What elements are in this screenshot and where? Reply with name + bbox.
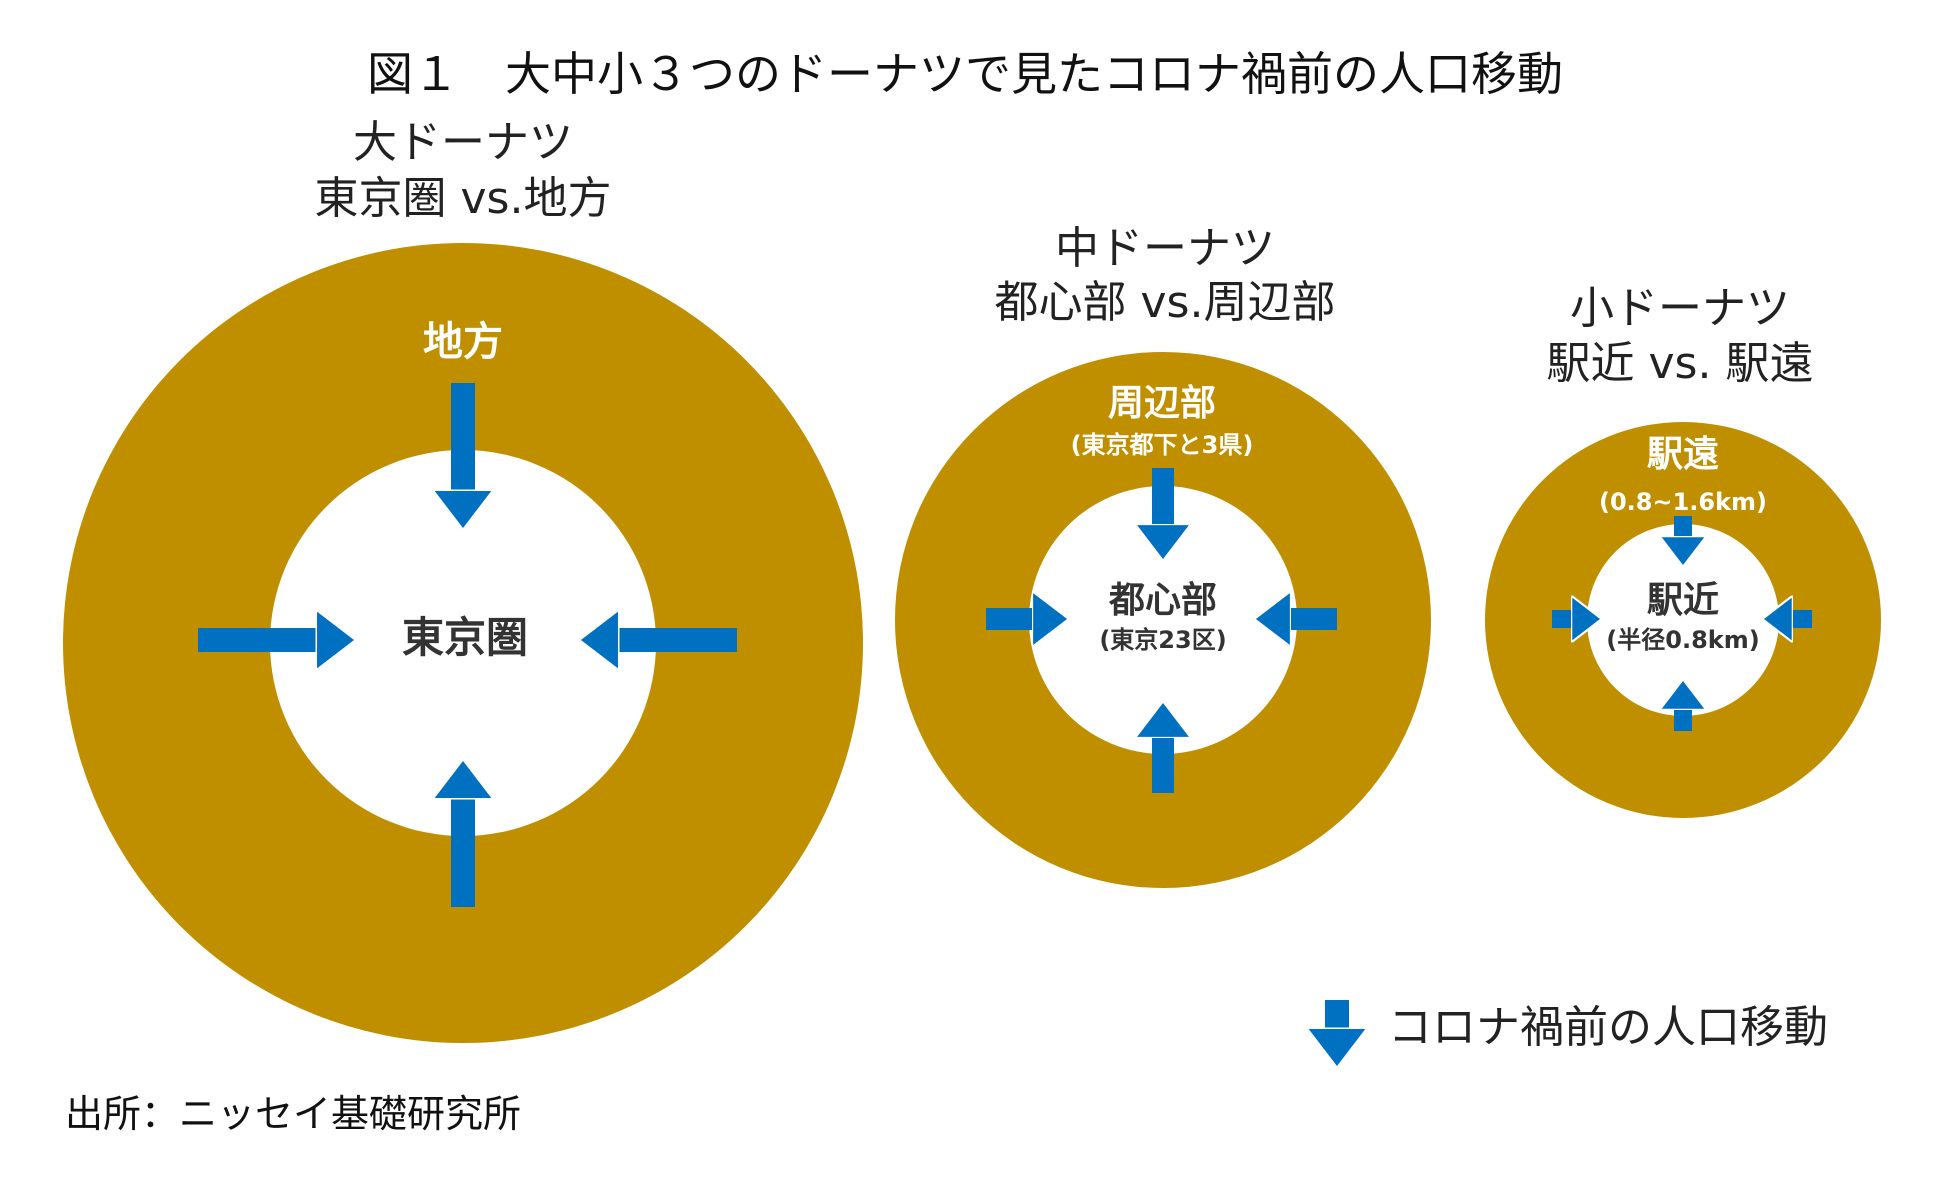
medium-outer-sublabel: (東京都下と3県): [1071, 431, 1254, 459]
large-donut-heading: 大ドーナツ: [353, 117, 573, 168]
figure-title: 図１ 大中小３つのドーナツで見たコロナ禍前の人口移動: [367, 47, 1563, 101]
small-outer-sublabel: (0.8~1.6km): [1599, 488, 1767, 516]
large-donut-hole: [270, 450, 656, 836]
small-donut-group: 小ドーナツ 駅近 vs. 駅遠 駅遠 (0.8~1.6km) 駅近 (半径0.8…: [1485, 283, 1881, 818]
small-donut-heading: 小ドーナツ: [1570, 283, 1790, 334]
medium-donut-group: 中ドーナツ 都心部 vs.周辺部 周辺部 (東京都下と3県) 都心部 (東京23…: [895, 223, 1431, 888]
medium-donut-hole: [1029, 486, 1297, 754]
small-inner-label: 駅近: [1647, 580, 1719, 621]
small-outer-label: 駅遠: [1647, 434, 1719, 475]
medium-outer-label: 周辺部: [1108, 383, 1216, 424]
source-note: 出所：ニッセイ基礎研究所: [65, 1092, 521, 1136]
medium-donut-heading: 中ドーナツ: [1055, 223, 1275, 274]
legend: コロナ禍前の人口移動: [1337, 1000, 1828, 1053]
legend-label: コロナ禍前の人口移動: [1388, 1002, 1828, 1053]
medium-inner-sublabel: (東京23区): [1099, 626, 1226, 654]
small-donut-subheading: 駅近 vs. 駅遠: [1547, 338, 1814, 389]
medium-inner-label: 都心部: [1108, 580, 1217, 621]
large-donut-subheading: 東京圏 vs.地方: [315, 173, 612, 224]
large-inner-label: 東京圏: [402, 613, 528, 662]
small-donut-hole: [1587, 524, 1779, 716]
large-donut-group: 大ドーナツ 東京圏 vs.地方 地方 東京圏: [63, 117, 863, 1043]
large-outer-label: 地方: [423, 319, 503, 365]
small-inner-sublabel: (半径0.8km): [1606, 626, 1759, 654]
medium-donut-subheading: 都心部 vs.周辺部: [995, 277, 1336, 328]
